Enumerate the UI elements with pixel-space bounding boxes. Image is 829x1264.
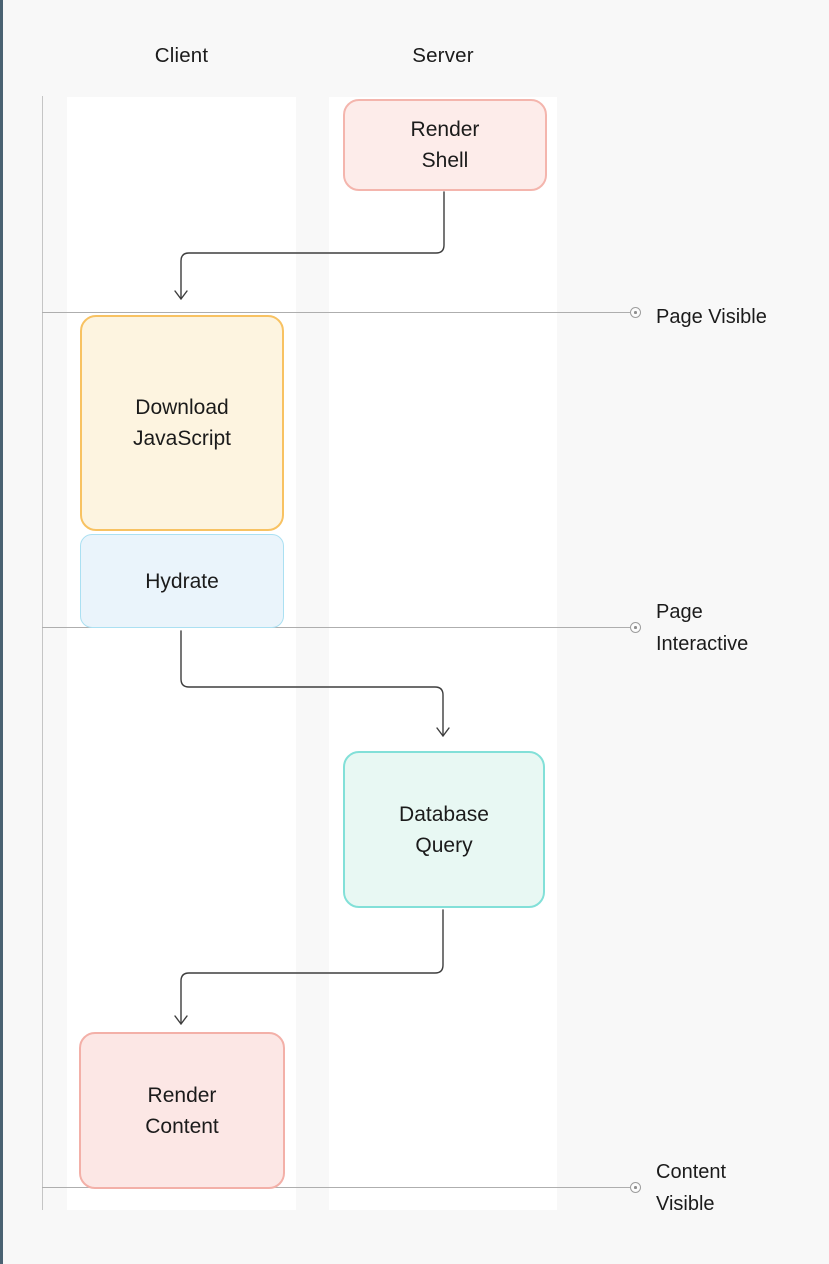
milestone-label-page-interactive: Page Interactive [656,601,749,655]
node-label: Hydrate [145,569,219,593]
column-header-server: Server [412,44,474,67]
node-download-javascript: Download JavaScript [80,315,284,531]
node-label: Database Query [399,802,489,857]
node-label: Download JavaScript [132,396,232,450]
milestone-line-page-interactive [42,627,630,628]
column-header-client: Client [154,44,209,67]
milestone-line-page-visible [42,312,630,313]
window-left-border [0,0,3,1264]
node-database-query: Database Query [343,751,545,908]
milestone-marker-icon [630,1182,641,1193]
milestone-marker-icon [630,622,641,633]
milestone-line-content-visible [42,1187,630,1188]
node-hydrate: Hydrate [80,534,284,628]
milestone-marker-icon [630,307,641,318]
milestone-label-page-visible: Page Visible [656,306,767,328]
node-label: Render Shell [410,118,480,172]
server-lane [329,97,557,1210]
node-render-content: Render Content [79,1032,285,1189]
milestone-label-content-visible: Content Visible [656,1161,727,1215]
node-render-shell: Render Shell [343,99,547,191]
timeline-axis-line [42,96,43,1210]
node-label: Render Content [145,1083,219,1138]
